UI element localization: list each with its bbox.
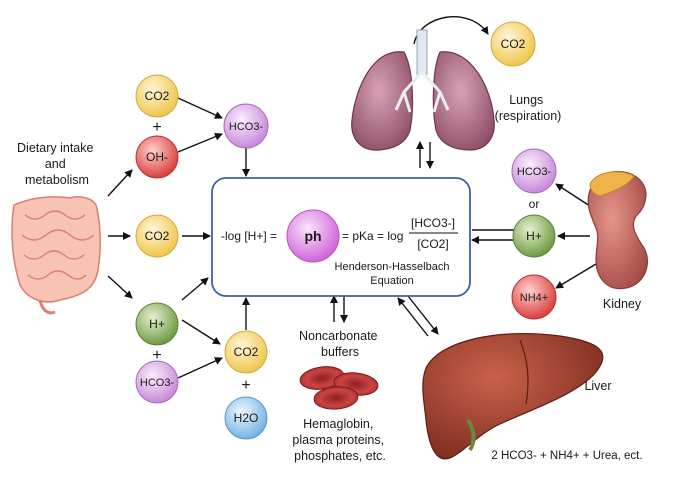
equation-box <box>211 177 471 297</box>
lungs-label: Lungs (respiration) <box>495 93 562 123</box>
buffers-items: Hemaglobin, plasma proteins, phosphates,… <box>292 417 387 463</box>
h-left-label: H+ <box>149 317 165 331</box>
co2-lungs-label: CO2 <box>501 37 526 51</box>
equation-denominator: [CO2] <box>417 237 448 251</box>
buffers-item-3: phosphates, etc. <box>294 449 386 463</box>
intestine-illustration <box>11 196 101 315</box>
liver-products: 2 HCO3- + NH4+ + Urea, ect. <box>491 450 642 462</box>
equation-caption-2: Equation <box>370 275 413 287</box>
arrows <box>107 16 597 379</box>
co2-mid-label: CO2 <box>145 229 170 243</box>
oh-label: OH- <box>146 150 168 164</box>
buffers-heading: Noncarbonate buffers <box>299 329 381 359</box>
buffers-heading-1: Noncarbonate <box>299 329 378 343</box>
kidney-illustration <box>587 170 648 290</box>
hco3-kidney-label: HCO3- <box>517 166 552 178</box>
buffers-item-1: Hemaglobin, <box>303 417 373 431</box>
nh4-kidney-label: NH4+ <box>520 292 548 304</box>
hco3-top-label: HCO3- <box>229 121 264 133</box>
h-kidney-label: H+ <box>526 229 542 243</box>
equation-numerator: [HCO3-] <box>411 216 455 230</box>
buffers-item-2: plasma proteins, <box>292 433 384 447</box>
h2o-label: H2O <box>234 411 259 425</box>
equation-left: -log [H+] = <box>221 229 277 243</box>
kidney-label: Kidney <box>603 297 642 311</box>
red-blood-cells-illustration <box>299 366 379 410</box>
or-label: or <box>529 197 540 211</box>
plus-top: + <box>152 119 161 136</box>
liver-illustration <box>422 333 604 460</box>
ph-circle <box>286 209 340 263</box>
liver-label: Liver <box>584 379 611 393</box>
nh4-kidney-circle <box>511 274 557 320</box>
left-molecules: CO2 + OH- HCO3- CO2 H+ + HCO3- CO2 + H2O <box>135 74 269 440</box>
lungs-line2: (respiration) <box>495 109 562 123</box>
dietary-line3: metabolism <box>25 173 89 187</box>
dietary-line2: and <box>45 157 66 171</box>
co2-lungs-circle <box>490 21 536 67</box>
hco3-left-label: HCO3- <box>140 377 175 389</box>
h-kidney-circle <box>512 214 556 258</box>
dietary-label: Dietary intake and metabolism <box>17 141 97 187</box>
plus-bottom: + <box>241 377 250 394</box>
hco3-kidney-circle <box>511 148 557 194</box>
lungs-line1: Lungs <box>509 93 543 107</box>
ph-label: ph <box>304 228 321 244</box>
equation-pka: = pKa = log <box>342 229 403 243</box>
buffers-heading-2: buffers <box>321 345 359 359</box>
co2-bottom-label: CO2 <box>234 345 259 359</box>
co2-top-label: CO2 <box>145 89 170 103</box>
plus-left: + <box>152 347 161 364</box>
dietary-line1: Dietary intake <box>17 141 93 155</box>
equation-caption-1: Henderson-Hasselbach <box>335 261 450 273</box>
lungs-illustration <box>351 29 495 151</box>
